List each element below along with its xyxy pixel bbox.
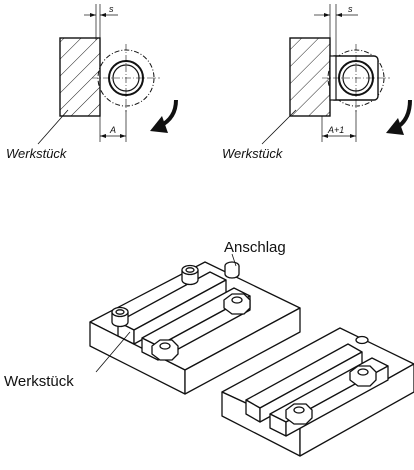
eccentric-cam <box>92 44 160 112</box>
dimension-s: s <box>314 4 358 56</box>
workpiece-bar <box>117 271 227 345</box>
hex-nut <box>285 403 313 425</box>
pin-front <box>111 306 129 328</box>
dim-a-label: A+1 <box>327 125 344 135</box>
workpiece-label-right: Werkstück <box>222 146 284 161</box>
dimension-a: A+1 <box>321 110 357 142</box>
stop-label: Anschlag <box>224 239 286 256</box>
workpiece-label-left: Werkstück <box>6 146 68 161</box>
dim-s-label: s <box>348 4 353 14</box>
pin-back <box>181 264 199 286</box>
dim-s-label: s <box>109 4 114 14</box>
stop-pin <box>224 261 240 279</box>
hex-nut <box>223 293 251 315</box>
stop-pin <box>355 335 369 345</box>
rotation-arrow <box>150 99 178 133</box>
workpiece-block <box>289 37 331 117</box>
eccentric-cam <box>322 44 390 112</box>
workpiece-block <box>59 37 101 117</box>
dim-a-label: A <box>109 125 116 135</box>
hex-nut <box>349 365 377 387</box>
workpiece-label-bottom: Werkstück <box>4 373 74 390</box>
hex-nut <box>151 339 179 361</box>
detail-right: s A+1 Werkstück <box>222 4 412 161</box>
rotation-arrow <box>386 99 412 135</box>
detail-left: s A Werkstück <box>6 4 178 161</box>
dimension-a: A <box>99 110 127 142</box>
stop-rail <box>245 343 363 423</box>
isometric-assembly <box>89 261 414 457</box>
dimension-s: s <box>84 4 118 40</box>
